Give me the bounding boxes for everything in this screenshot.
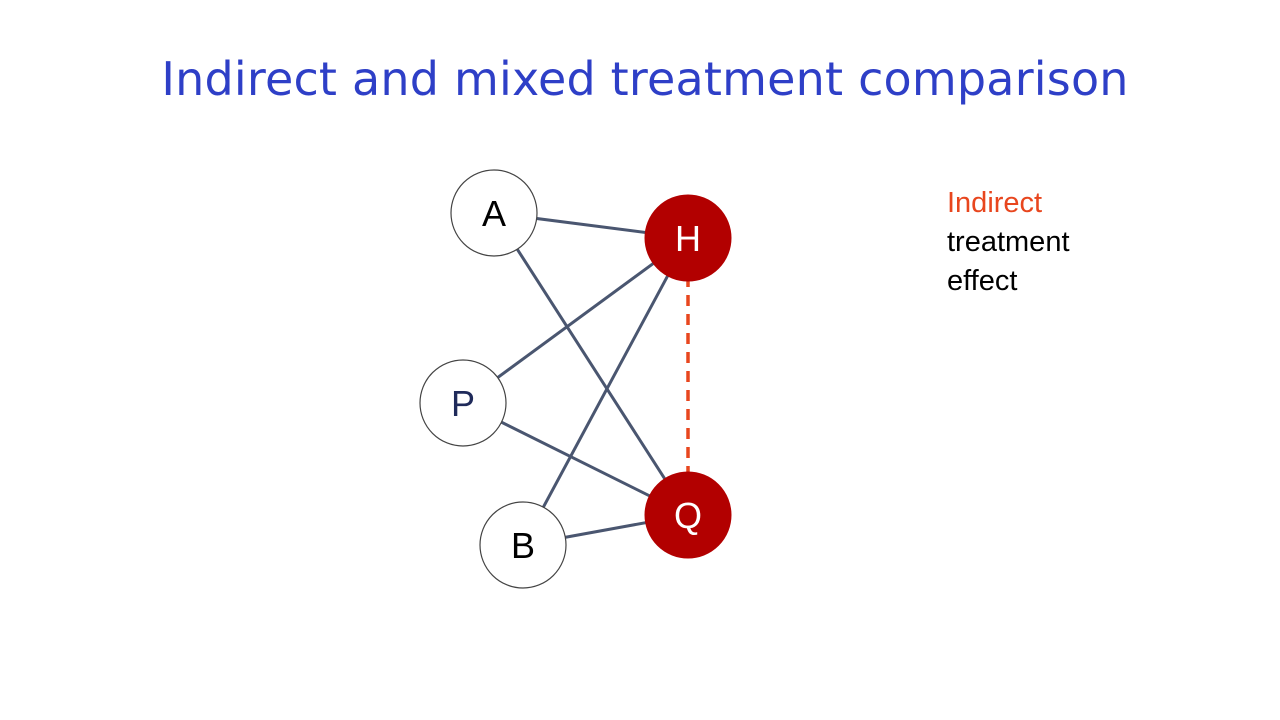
node-circle-a — [450, 169, 538, 257]
legend: Indirect treatment effect — [947, 184, 1070, 301]
node-p: P — [419, 359, 507, 447]
nodes-layer: A P B H Q — [419, 169, 732, 589]
edge-a-q — [492, 212, 690, 516]
node-label-h: H — [675, 218, 701, 259]
slide-title: Indirect and mixed treatment comparison — [161, 52, 1129, 106]
node-circle-q — [644, 471, 732, 559]
node-circle-b — [479, 501, 567, 589]
node-label-p: P — [451, 383, 475, 424]
edge-b-h — [521, 237, 690, 546]
node-label-b: B — [511, 525, 535, 566]
node-q: Q — [644, 471, 732, 559]
legend-indirect-label: Indirect — [947, 187, 1043, 219]
legend-treatment-label: treatment — [947, 226, 1070, 258]
node-b: B — [479, 501, 567, 589]
edge-p-h — [462, 236, 689, 405]
node-circle-p — [419, 359, 507, 447]
node-a: A — [450, 169, 538, 257]
node-label-q: Q — [674, 495, 702, 536]
legend-effect-label: effect — [947, 265, 1018, 297]
node-label-a: A — [482, 193, 506, 234]
node-circle-h — [644, 194, 732, 282]
node-h: H — [644, 194, 732, 282]
